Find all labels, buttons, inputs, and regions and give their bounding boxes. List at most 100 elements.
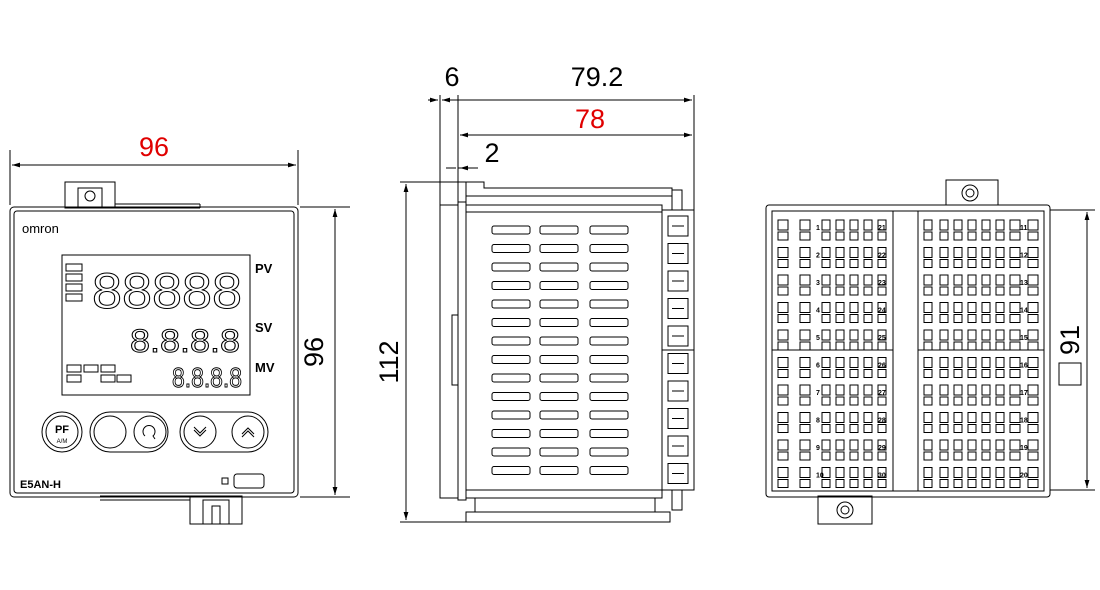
terminal-number: 22 — [878, 253, 886, 260]
terminal-number: 20 — [1020, 473, 1028, 480]
terminal-cell — [967, 384, 977, 396]
vent-slot — [491, 355, 531, 364]
terminal-cell — [849, 357, 859, 368]
terminal-cell — [981, 329, 991, 341]
vent-slot — [589, 355, 629, 364]
terminal-cell — [877, 286, 887, 296]
terminal-cell — [953, 286, 963, 296]
vent-slot — [539, 429, 579, 438]
terminal-cell — [995, 259, 1005, 268]
terminal-cell — [1009, 439, 1021, 451]
terminal-screw — [667, 408, 689, 429]
terminal-cell — [849, 467, 859, 478]
terminal-cell — [967, 259, 977, 268]
terminal-cell — [877, 219, 887, 231]
terminal-cell — [863, 231, 873, 241]
terminal-cell — [1027, 467, 1039, 478]
terminal-cell — [799, 396, 811, 406]
terminal-cell — [1027, 259, 1039, 268]
terminal-cell — [777, 396, 789, 406]
terminal-cell — [835, 451, 845, 461]
terminal-cell — [981, 412, 991, 423]
terminal-cell — [939, 247, 949, 258]
terminal-cell — [1009, 467, 1021, 478]
vent-slot — [491, 410, 531, 420]
terminal-cell — [939, 341, 949, 351]
terminal-cell — [849, 329, 859, 341]
vent-slot — [539, 373, 579, 383]
terminal-cell — [799, 274, 811, 286]
vent-slot — [539, 299, 579, 309]
terminal-cell — [835, 369, 845, 378]
terminal-cell — [799, 369, 811, 378]
terminal-cell — [981, 451, 991, 461]
terminal-cell — [981, 231, 991, 241]
terminal-cell — [923, 384, 933, 396]
terminal-cell — [923, 357, 933, 368]
terminal-cell — [1027, 357, 1039, 368]
terminal-cell — [967, 286, 977, 296]
pf-button-label[interactable]: PF — [55, 424, 69, 436]
terminal-cell — [849, 479, 859, 488]
terminal-cell — [821, 274, 831, 286]
terminal-number: 27 — [878, 390, 886, 397]
terminal-cell — [953, 302, 963, 313]
terminal-cell — [821, 479, 831, 488]
terminal-cell — [967, 357, 977, 368]
terminal-cell — [953, 451, 963, 461]
terminal-cell — [863, 247, 873, 258]
terminal-cell — [835, 259, 845, 268]
terminal-screw — [667, 325, 689, 347]
terminal-cell — [981, 357, 991, 368]
terminal-cell — [923, 369, 933, 378]
terminal-cell — [981, 219, 991, 231]
terminal-cell — [995, 219, 1005, 231]
terminal-cell — [835, 314, 845, 323]
vent-slot — [539, 244, 579, 253]
terminal-cell — [967, 479, 977, 488]
terminal-cell — [939, 259, 949, 268]
vent-slot — [539, 447, 579, 457]
terminal-cell — [799, 357, 811, 368]
terminal-cell — [967, 314, 977, 323]
terminal-cell — [923, 314, 933, 323]
terminal-number: 30 — [878, 473, 886, 480]
terminal-cell — [953, 396, 963, 406]
vent-slot — [589, 410, 629, 420]
terminal-cell — [821, 302, 831, 313]
terminal-cell — [777, 439, 789, 451]
terminal-cell — [923, 231, 933, 241]
terminal-cell — [1027, 231, 1039, 241]
terminal-cell — [835, 302, 845, 313]
side-overall-depth-dimension: 79.2 — [571, 62, 624, 92]
terminal-cell — [953, 369, 963, 378]
terminal-cell — [995, 302, 1005, 313]
terminal-cell — [835, 439, 845, 451]
terminal-screw — [667, 463, 689, 484]
terminal-cell — [1009, 424, 1021, 433]
terminal-cell — [1009, 302, 1021, 313]
vent-slot — [589, 299, 629, 309]
terminal-cell — [995, 396, 1005, 406]
terminal-cell — [995, 467, 1005, 478]
vent-slot — [539, 392, 579, 401]
terminal-cell — [923, 451, 933, 461]
terminal-cell — [923, 219, 933, 231]
terminal-cell — [777, 286, 789, 296]
terminal-cell — [1027, 439, 1039, 451]
terminal-cell — [849, 439, 859, 451]
terminal-cell — [799, 424, 811, 433]
terminal-cell — [953, 479, 963, 488]
terminal-cell — [939, 479, 949, 488]
terminal-cell — [1027, 369, 1039, 378]
terminal-cell — [981, 384, 991, 396]
terminal-cell — [799, 479, 811, 488]
terminal-cell — [821, 451, 831, 461]
terminal-screw — [667, 270, 689, 292]
terminal-cell — [1009, 314, 1021, 323]
terminal-cell — [877, 369, 887, 378]
terminal-cell — [967, 424, 977, 433]
terminal-cell — [923, 396, 933, 406]
terminal-cell — [799, 451, 811, 461]
terminal-cell — [835, 247, 845, 258]
